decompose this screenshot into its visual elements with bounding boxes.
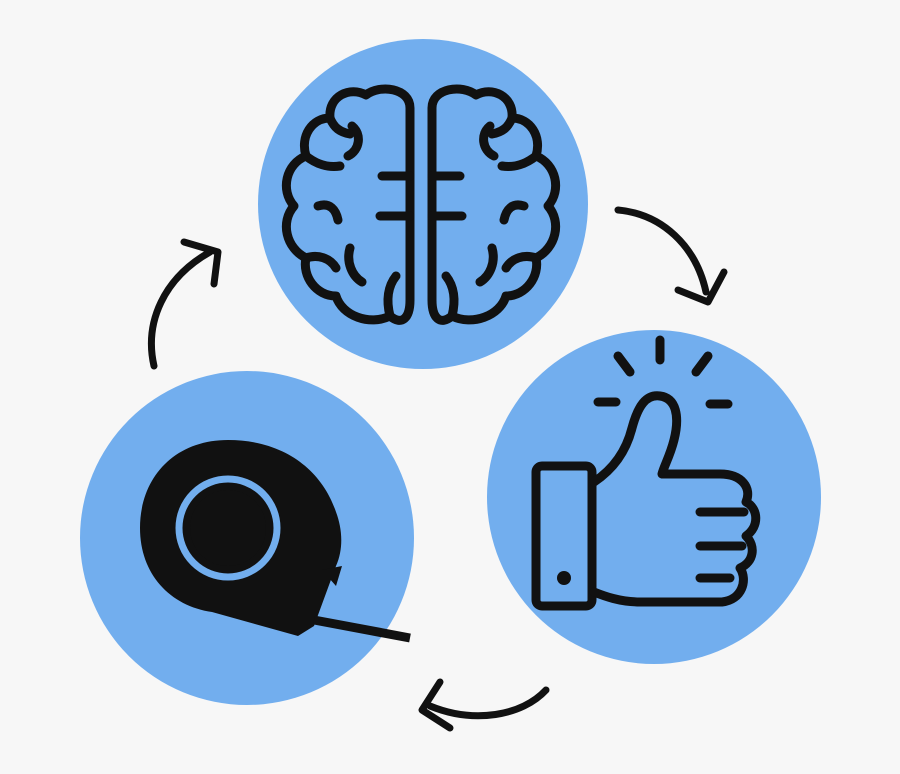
- sparkle-icon: [593, 335, 733, 409]
- tape-measure-node: [80, 371, 414, 705]
- brain-node-circle: [258, 39, 588, 369]
- brain-node: [258, 39, 588, 369]
- thumbs-up-cuff-dot: [557, 571, 571, 585]
- tape-measure-hub-ring: [175, 475, 281, 581]
- arrow-brain-to-thumbs: [614, 206, 728, 306]
- brain-icon: [281, 84, 561, 325]
- thumbs-up-cuff: [531, 461, 597, 611]
- tape-measure-hub: [190, 490, 266, 566]
- thumbs-up-icon: [531, 391, 761, 611]
- thumbs-up-hand: [589, 391, 761, 607]
- arrow-tape-to-brain: [148, 238, 222, 370]
- arrow-thumbs-to-tape: [418, 678, 550, 732]
- thumbs-up-node: [487, 330, 821, 664]
- tape-measure-blade: [313, 615, 411, 643]
- tape-measure-tab: [322, 566, 342, 586]
- tape-measure-icon: [140, 440, 411, 643]
